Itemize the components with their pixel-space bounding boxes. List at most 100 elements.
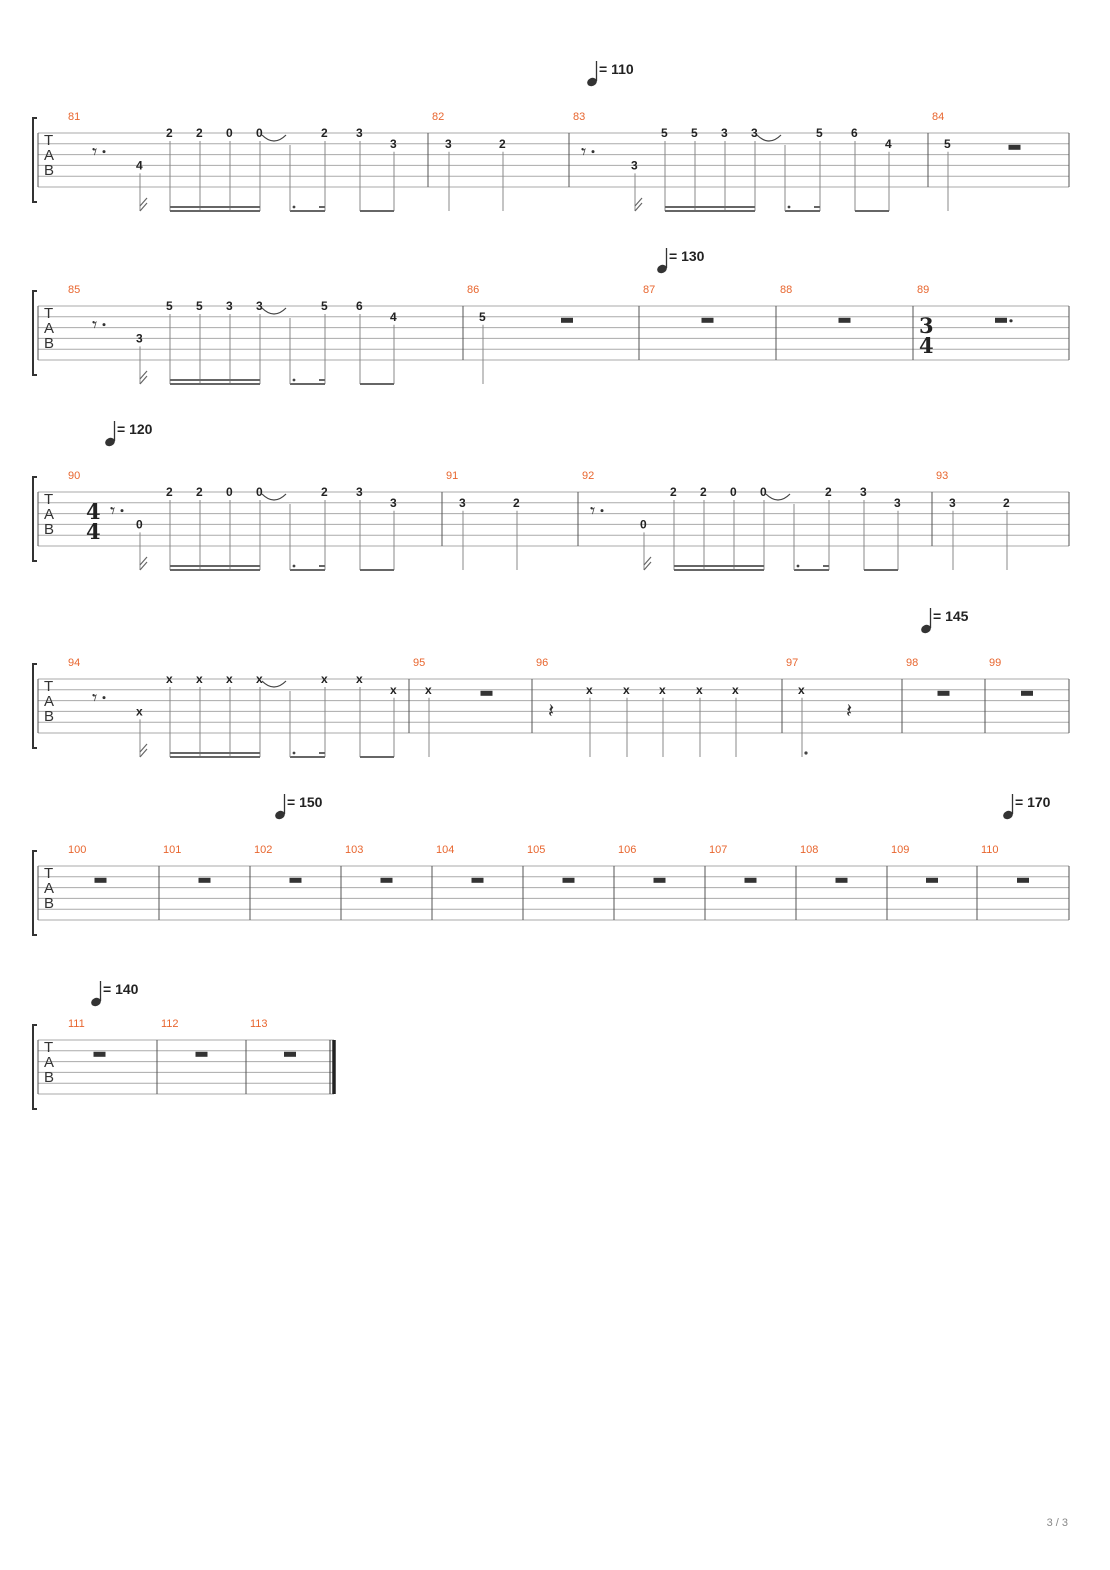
measure-109: 109 bbox=[891, 844, 938, 883]
tempo-marking: = 110 bbox=[587, 61, 634, 87]
fret-number: 3 bbox=[256, 299, 263, 313]
rest-whole bbox=[471, 877, 484, 883]
measure-95: 95x bbox=[413, 657, 493, 757]
note-dot bbox=[292, 378, 296, 382]
measure-number: 109 bbox=[891, 844, 909, 856]
page-number: 3 / 3 bbox=[1046, 1517, 1068, 1529]
measure-99: 99 bbox=[989, 657, 1033, 696]
rest-whole bbox=[1021, 690, 1033, 696]
rest-dot bbox=[102, 323, 106, 327]
tempo-marking: = 150 bbox=[275, 794, 323, 820]
measure-87: 87 bbox=[643, 284, 714, 323]
rest-whole bbox=[195, 1051, 208, 1057]
measure-number: 85 bbox=[68, 284, 80, 296]
measure-number: 113 bbox=[250, 1018, 268, 1030]
system-bracket bbox=[32, 663, 37, 749]
system-bracket bbox=[32, 476, 37, 562]
fret-number: 2 bbox=[825, 485, 832, 499]
measure-number: 87 bbox=[643, 284, 655, 296]
tempo-marking: = 145 bbox=[921, 608, 969, 634]
rest-whole bbox=[744, 877, 757, 883]
tie bbox=[261, 307, 287, 315]
fret-number: 6 bbox=[356, 299, 363, 313]
tab-clef-letter: A bbox=[44, 506, 54, 523]
tempo-value: = 170 bbox=[1015, 794, 1051, 810]
rest-dot bbox=[600, 509, 604, 513]
dead-note: x bbox=[696, 683, 703, 697]
tempo-value: = 145 bbox=[933, 608, 969, 624]
tab-clef-letter: A bbox=[44, 147, 54, 164]
measure-number: 93 bbox=[936, 470, 948, 482]
tie bbox=[261, 134, 287, 142]
system-bracket bbox=[32, 117, 37, 203]
tab-clef-letter: T bbox=[44, 1039, 53, 1056]
rest-whole bbox=[284, 1051, 296, 1057]
tab-clef-letter: B bbox=[44, 895, 54, 912]
tempo-note-head bbox=[105, 437, 115, 447]
tempo-value: = 130 bbox=[669, 248, 705, 264]
tab-clef-letter: T bbox=[44, 865, 53, 882]
measure-number: 104 bbox=[436, 844, 454, 856]
dead-note: x bbox=[321, 672, 328, 686]
fret-number: 5 bbox=[944, 137, 951, 151]
fret-number: 2 bbox=[499, 137, 506, 151]
measure-number: 89 bbox=[917, 284, 929, 296]
note-flag bbox=[139, 743, 148, 758]
tempo-note-head bbox=[921, 624, 931, 634]
measure-102: 102 bbox=[254, 844, 302, 883]
note-flag bbox=[139, 197, 148, 212]
fret-number: 2 bbox=[196, 485, 203, 499]
fret-number: 3 bbox=[226, 299, 233, 313]
fret-number: 3 bbox=[631, 158, 638, 172]
measure-86: 865 bbox=[467, 284, 573, 384]
tempo-marking: = 170 bbox=[1003, 794, 1051, 820]
rest-dotted-half bbox=[995, 317, 1007, 323]
measure-number: 92 bbox=[582, 470, 594, 482]
dead-note: x bbox=[390, 683, 397, 697]
fret-number: 0 bbox=[136, 517, 143, 531]
fret-number: 0 bbox=[226, 126, 233, 140]
note-dot bbox=[804, 751, 808, 755]
rest-whole bbox=[838, 317, 851, 323]
rest-half bbox=[561, 317, 573, 323]
measure-number: 99 bbox=[989, 657, 1001, 669]
note-flag bbox=[139, 370, 148, 385]
tempo-marking: = 140 bbox=[91, 981, 139, 1007]
dead-note: x bbox=[623, 683, 630, 697]
measure-84: 845 bbox=[932, 111, 1021, 211]
dead-note: x bbox=[798, 683, 805, 697]
time-signature-bottom: 4 bbox=[919, 333, 934, 358]
rest-whole bbox=[289, 877, 302, 883]
system-bracket bbox=[32, 850, 37, 936]
measure-number: 82 bbox=[432, 111, 444, 123]
measure-number: 86 bbox=[467, 284, 479, 296]
rest-dot bbox=[102, 150, 106, 154]
tab-clef-letter: T bbox=[44, 305, 53, 322]
measure-number: 106 bbox=[618, 844, 636, 856]
quarter-rest: 𝄽 bbox=[846, 698, 852, 722]
fret-number: 5 bbox=[816, 126, 823, 140]
tab-clef-letter: B bbox=[44, 521, 54, 538]
eighth-rest: 𝄾 bbox=[581, 140, 586, 164]
tempo-value: = 120 bbox=[117, 421, 153, 437]
fret-number: 0 bbox=[256, 126, 263, 140]
fret-number: 3 bbox=[459, 496, 466, 510]
tie bbox=[756, 134, 782, 142]
measure-111: 111 bbox=[68, 1018, 106, 1057]
tempo-note-head bbox=[275, 810, 285, 820]
fret-number: 3 bbox=[390, 137, 397, 151]
fret-number: 5 bbox=[166, 299, 173, 313]
tie bbox=[261, 493, 287, 501]
rest-whole bbox=[562, 877, 575, 883]
rest-dot bbox=[1009, 319, 1013, 323]
